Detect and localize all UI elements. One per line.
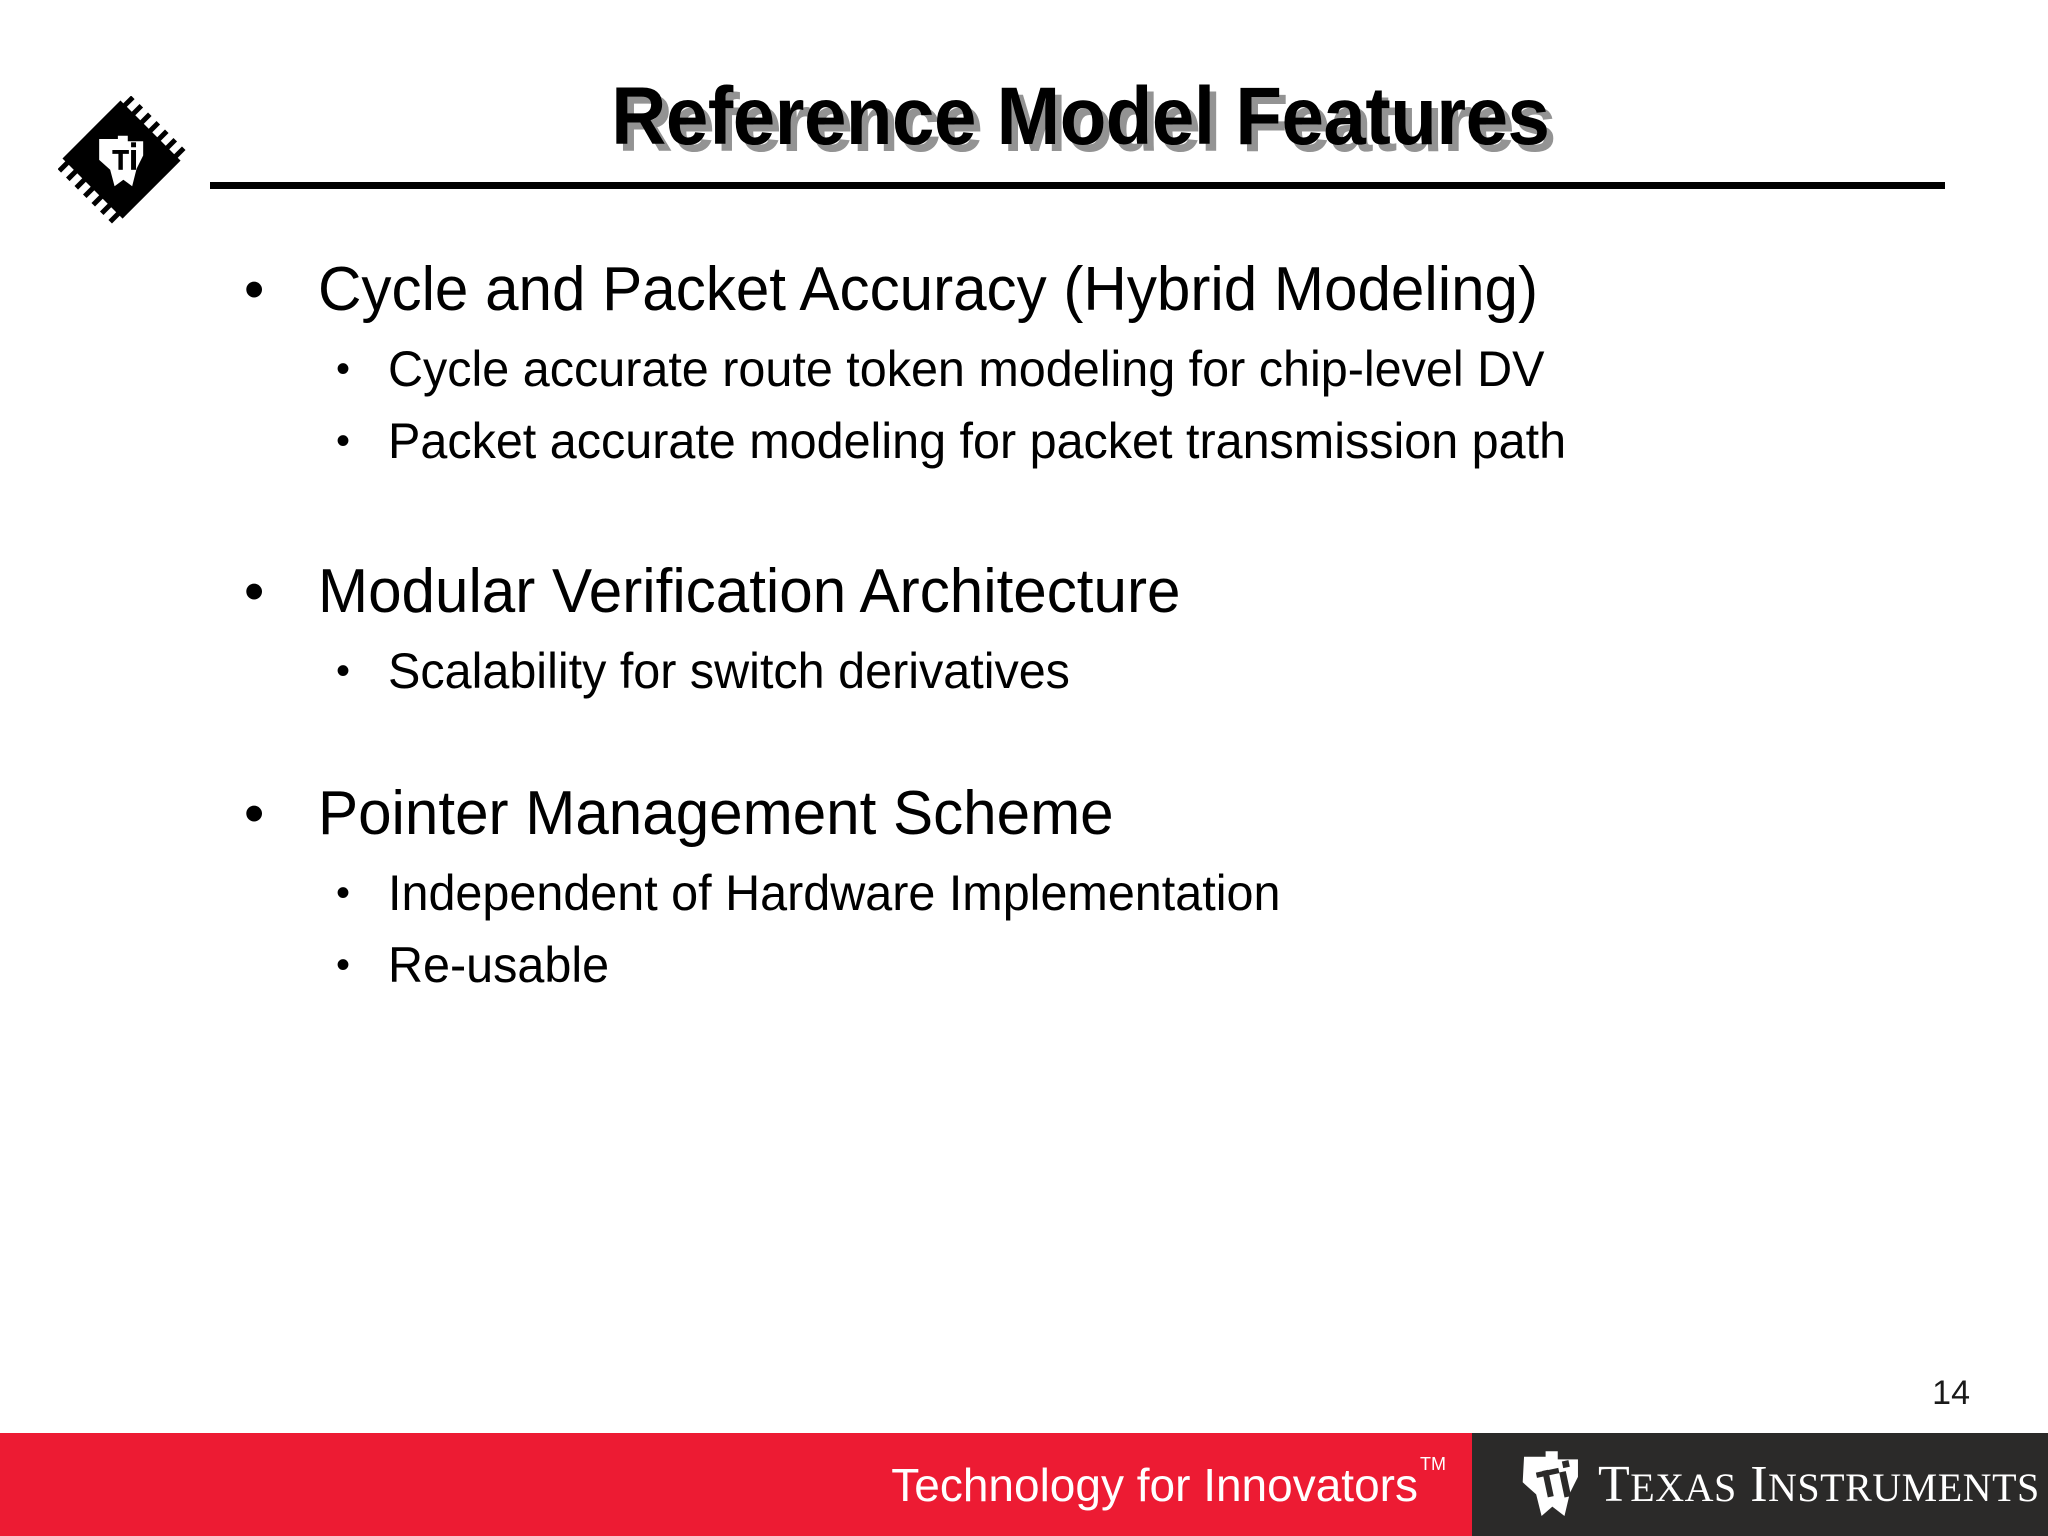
bullet-level2-text: Scalability for switch derivatives: [388, 643, 1070, 699]
bullet-marker-icon: •: [336, 871, 351, 915]
bullet-level2-text: Packet accurate modeling for packet tran…: [388, 413, 1567, 469]
footer-tagline-text: Technology for Innovators: [891, 1458, 1418, 1511]
bullet-level2: • Re-usable: [330, 930, 2048, 1000]
bullet-level2: • Packet accurate modeling for packet tr…: [330, 406, 2048, 476]
ti-wordmark-i: I: [1750, 1455, 1769, 1513]
bullet-level1: • Modular Verification Architecture: [236, 552, 2048, 632]
title-divider-rule: [210, 182, 1945, 189]
bullet-level2-text: Cycle accurate route token modeling for …: [388, 341, 1545, 397]
ti-wordmark-t: T: [1598, 1455, 1631, 1513]
group-spacer: [0, 708, 2048, 774]
bullet-level2: • Scalability for switch derivatives: [330, 636, 2048, 706]
bullet-marker-icon: •: [336, 649, 351, 693]
texas-ti-monogram-icon: [1522, 1450, 1578, 1516]
slide-title-text: Reference Model Features: [610, 71, 1550, 162]
trademark-symbol: TM: [1420, 1454, 1446, 1475]
bullet-marker-icon: •: [336, 943, 351, 987]
ti-wordmark-exas: EXAS: [1630, 1464, 1737, 1510]
bullet-marker-icon: •: [244, 257, 265, 322]
page-number: 14: [1932, 1374, 1970, 1412]
bullet-level1-text: Modular Verification Architecture: [318, 557, 1181, 626]
bullet-level2-text: Re-usable: [388, 937, 610, 993]
bullet-level1-text: Pointer Management Scheme: [318, 779, 1114, 848]
bullet-level1: • Pointer Management Scheme: [236, 774, 2048, 854]
bullet-marker-icon: •: [336, 347, 351, 391]
ti-wordmark-nstruments: NSTRUMENTS: [1768, 1464, 2040, 1510]
bullet-level1-text: Cycle and Packet Accuracy (Hybrid Modeli…: [318, 255, 1539, 324]
bullet-level2: • Cycle accurate route token modeling fo…: [330, 334, 2048, 404]
ti-wordmark: TEXAS INSTRUMENTS: [1598, 1455, 2040, 1513]
slide-title: Reference Model Features: [210, 62, 1950, 172]
bullet-level2: • Independent of Hardware Implementation: [330, 858, 2048, 928]
group-spacer: [0, 478, 2048, 552]
bullet-marker-icon: •: [336, 419, 351, 463]
bullet-marker-icon: •: [244, 781, 265, 846]
bullet-level2-text: Independent of Hardware Implementation: [388, 865, 1281, 921]
ti-chip-diamond-icon: [58, 96, 190, 228]
bullet-level1: • Cycle and Packet Accuracy (Hybrid Mode…: [236, 250, 2048, 330]
bullet-marker-icon: •: [244, 559, 265, 624]
footer-brand-bar: TEXAS INSTRUMENTS: [1472, 1433, 2048, 1536]
slide-body: • Cycle and Packet Accuracy (Hybrid Mode…: [0, 250, 2048, 1350]
